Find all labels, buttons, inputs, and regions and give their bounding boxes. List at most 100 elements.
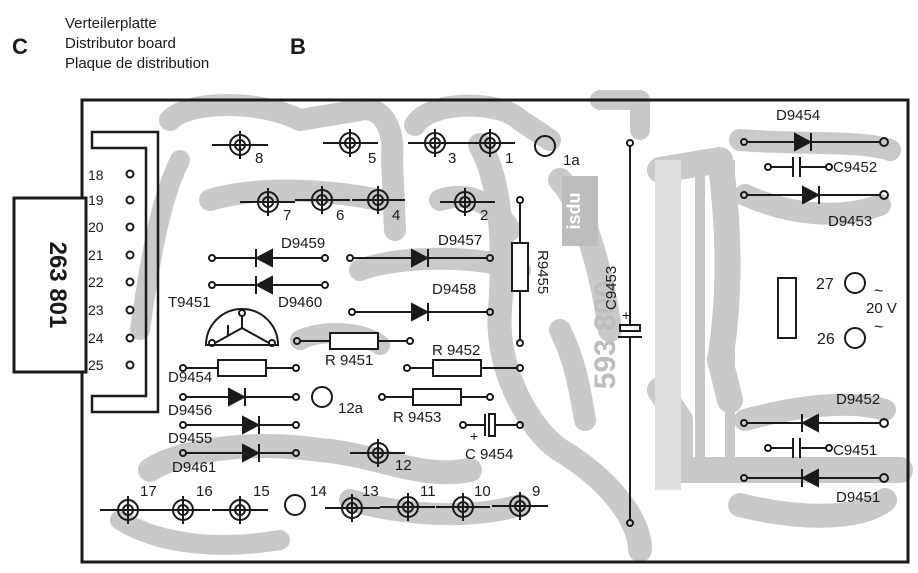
label-d9460: D9460 — [278, 294, 322, 311]
terminal-pad — [380, 493, 435, 521]
terminal-label: 14 — [310, 483, 327, 500]
resistor-r9455 — [511, 196, 529, 347]
terminal-label: 1 — [505, 150, 513, 167]
resistor-r9453 — [378, 388, 494, 406]
terminal-pad — [295, 186, 350, 214]
diode-d9459 — [208, 248, 329, 268]
label-d9454: D9454 — [776, 107, 820, 124]
pin-label: 19 — [88, 192, 104, 208]
copper-ground-plane — [655, 160, 681, 490]
terminal-label: 8 — [255, 150, 263, 167]
label-d9454-left: D9454 — [168, 369, 212, 386]
label-c9452: C9452 — [833, 159, 877, 176]
diode-d9457 — [346, 248, 494, 268]
ac-symbol-upper: ~ — [874, 283, 883, 300]
terminal-pad — [462, 129, 515, 157]
terminals — [100, 129, 866, 524]
diode-d9454 — [740, 132, 889, 152]
resistor-r9451 — [293, 332, 414, 350]
pin-label: 22 — [88, 274, 104, 290]
ac-symbol-lower: ~ — [874, 319, 883, 336]
terminal-pad-open — [844, 272, 866, 294]
terminal-label: 9 — [532, 483, 540, 500]
components — [179, 132, 889, 527]
supply-fuse-block — [777, 277, 797, 339]
diode-d9452 — [740, 413, 889, 433]
diode-d9458 — [348, 302, 494, 322]
terminal-label: 26 — [817, 331, 835, 348]
terminal-label: 3 — [448, 150, 456, 167]
terminal-pad — [155, 496, 210, 524]
capacitor-c9451 — [764, 438, 833, 458]
terminal-pad — [323, 129, 378, 157]
terminal-label: 7 — [283, 207, 291, 224]
label-d9461: D9461 — [172, 459, 216, 476]
terminal-pad — [100, 496, 155, 524]
board-logo: isdu — [562, 176, 598, 246]
terminal-label: 2 — [480, 207, 488, 224]
capacitor-c9454-plus: + — [470, 428, 478, 444]
label-d9458: D9458 — [432, 281, 476, 298]
terminal-pad — [408, 129, 470, 157]
label-r9451: R 9451 — [325, 352, 373, 369]
terminal-label: 13 — [362, 483, 379, 500]
label-d9452: D9452 — [836, 391, 880, 408]
label-c9453: C9453 — [603, 266, 620, 310]
diode-d9451 — [740, 468, 889, 488]
board-watermark-number: 593 800 — [589, 281, 622, 389]
diode-d9456 — [179, 387, 300, 407]
label-d9451: D9451 — [836, 489, 880, 506]
diode-d9461 — [179, 443, 300, 463]
label-d9456: D9456 — [168, 402, 212, 419]
terminal-label: 27 — [816, 276, 834, 293]
label-d9455: D9455 — [168, 430, 212, 447]
copper-ring — [695, 160, 735, 470]
pin-label: 18 — [88, 167, 104, 183]
terminal-pad-open — [284, 494, 306, 516]
title-french: Plaque de distribution — [65, 55, 210, 72]
terminal-label: 15 — [253, 483, 270, 500]
capacitor-c9452 — [764, 157, 833, 177]
label-c9451: C9451 — [833, 442, 877, 459]
label-d9459: D9459 — [281, 235, 325, 252]
diode-d9460 — [208, 275, 329, 295]
terminal-pad — [350, 439, 405, 467]
terminal-label: 5 — [368, 150, 376, 167]
diode-d9453 — [740, 185, 889, 205]
terminal-pad — [212, 131, 268, 159]
capacitor-c9453 — [618, 139, 642, 527]
label-r9453: R 9453 — [393, 409, 441, 426]
terminal-label: 17 — [140, 483, 157, 500]
edge-connector: 263 801 18 19 20 21 22 23 24 25 — [12, 130, 160, 414]
terminal-pad — [492, 492, 548, 520]
terminal-pad — [352, 186, 405, 214]
connector-housing — [90, 130, 160, 414]
component-labels: D9454 C9452 D9453 D9459 D9457 R9455 C945… — [168, 107, 880, 506]
pin-label: 25 — [88, 357, 104, 373]
terminal-label: 12a — [338, 400, 364, 417]
terminal-label: 1a — [563, 152, 580, 169]
terminal-pad — [325, 494, 380, 522]
resistor-r9452 — [403, 359, 524, 377]
terminal-pad — [436, 493, 490, 521]
connector-tab — [12, 196, 88, 374]
terminal-pad — [212, 496, 268, 524]
diode-d9455 — [179, 415, 300, 435]
board-logo-text: isdu — [564, 192, 584, 229]
terminal-label: 11 — [420, 483, 436, 500]
title-german: Verteilerplatte — [65, 15, 157, 32]
board-title: Verteilerplatte Distributor board Plaque… — [65, 14, 209, 74]
label-r9455: R9455 — [534, 250, 551, 294]
terminal-label: 16 — [196, 483, 213, 500]
terminal-label: 6 — [336, 207, 344, 224]
capacitor-c9453-plus: + — [622, 307, 630, 323]
title-english: Distributor board — [65, 35, 176, 52]
terminal-label: 4 — [392, 207, 400, 224]
label-d9457: D9457 — [438, 232, 482, 249]
label-d9453: D9453 — [828, 213, 872, 230]
terminal-pad — [240, 188, 295, 216]
label-c9454: C 9454 — [465, 446, 513, 463]
terminal-label: 10 — [474, 483, 491, 500]
resistor-r9454 — [179, 359, 300, 377]
